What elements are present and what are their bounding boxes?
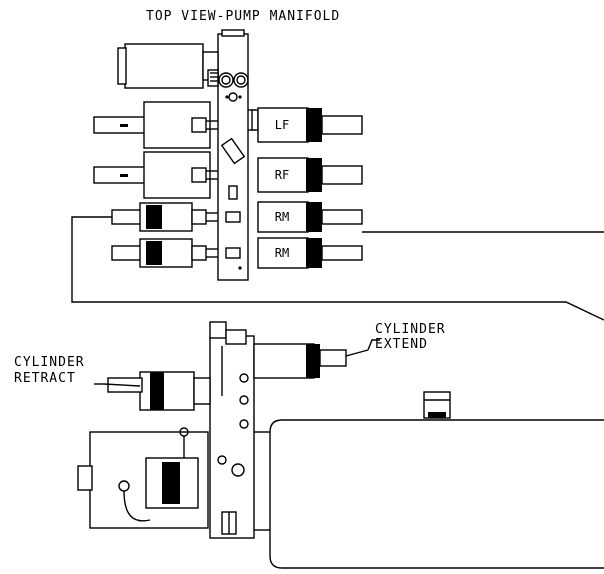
pump-motor bbox=[77, 427, 245, 529]
callout-cylinder-extend-line2: EXTEND bbox=[375, 337, 428, 352]
manifold-fittings bbox=[220, 137, 246, 270]
callout-cylinder-retract-line2: RETRACT bbox=[14, 371, 76, 386]
manifold-motor bbox=[117, 43, 219, 89]
manifold-ports bbox=[218, 72, 249, 102]
extend-valve bbox=[253, 343, 369, 379]
left-solenoid-valves bbox=[93, 101, 218, 268]
valve-label-lf: LF bbox=[274, 118, 290, 132]
reservoir-tank bbox=[254, 419, 604, 569]
drawing-title: TOP VIEW-PUMP MANIFOLD bbox=[146, 9, 341, 24]
valve-label-rm-1: RM bbox=[274, 210, 290, 224]
callout-cylinder-retract-line1: CYLINDER bbox=[14, 355, 85, 370]
valve-label-rf: RF bbox=[274, 168, 290, 182]
callout-cylinder-extend-line1: CYLINDER bbox=[375, 322, 446, 337]
breather-cap bbox=[423, 391, 451, 419]
right-solenoid-valves bbox=[257, 107, 363, 269]
valve-label-rm-2: RM bbox=[274, 246, 290, 260]
retract-valve bbox=[107, 371, 211, 411]
side-manifold-block bbox=[209, 321, 255, 539]
callout-leaders bbox=[94, 339, 380, 387]
connection-leader bbox=[71, 216, 604, 321]
